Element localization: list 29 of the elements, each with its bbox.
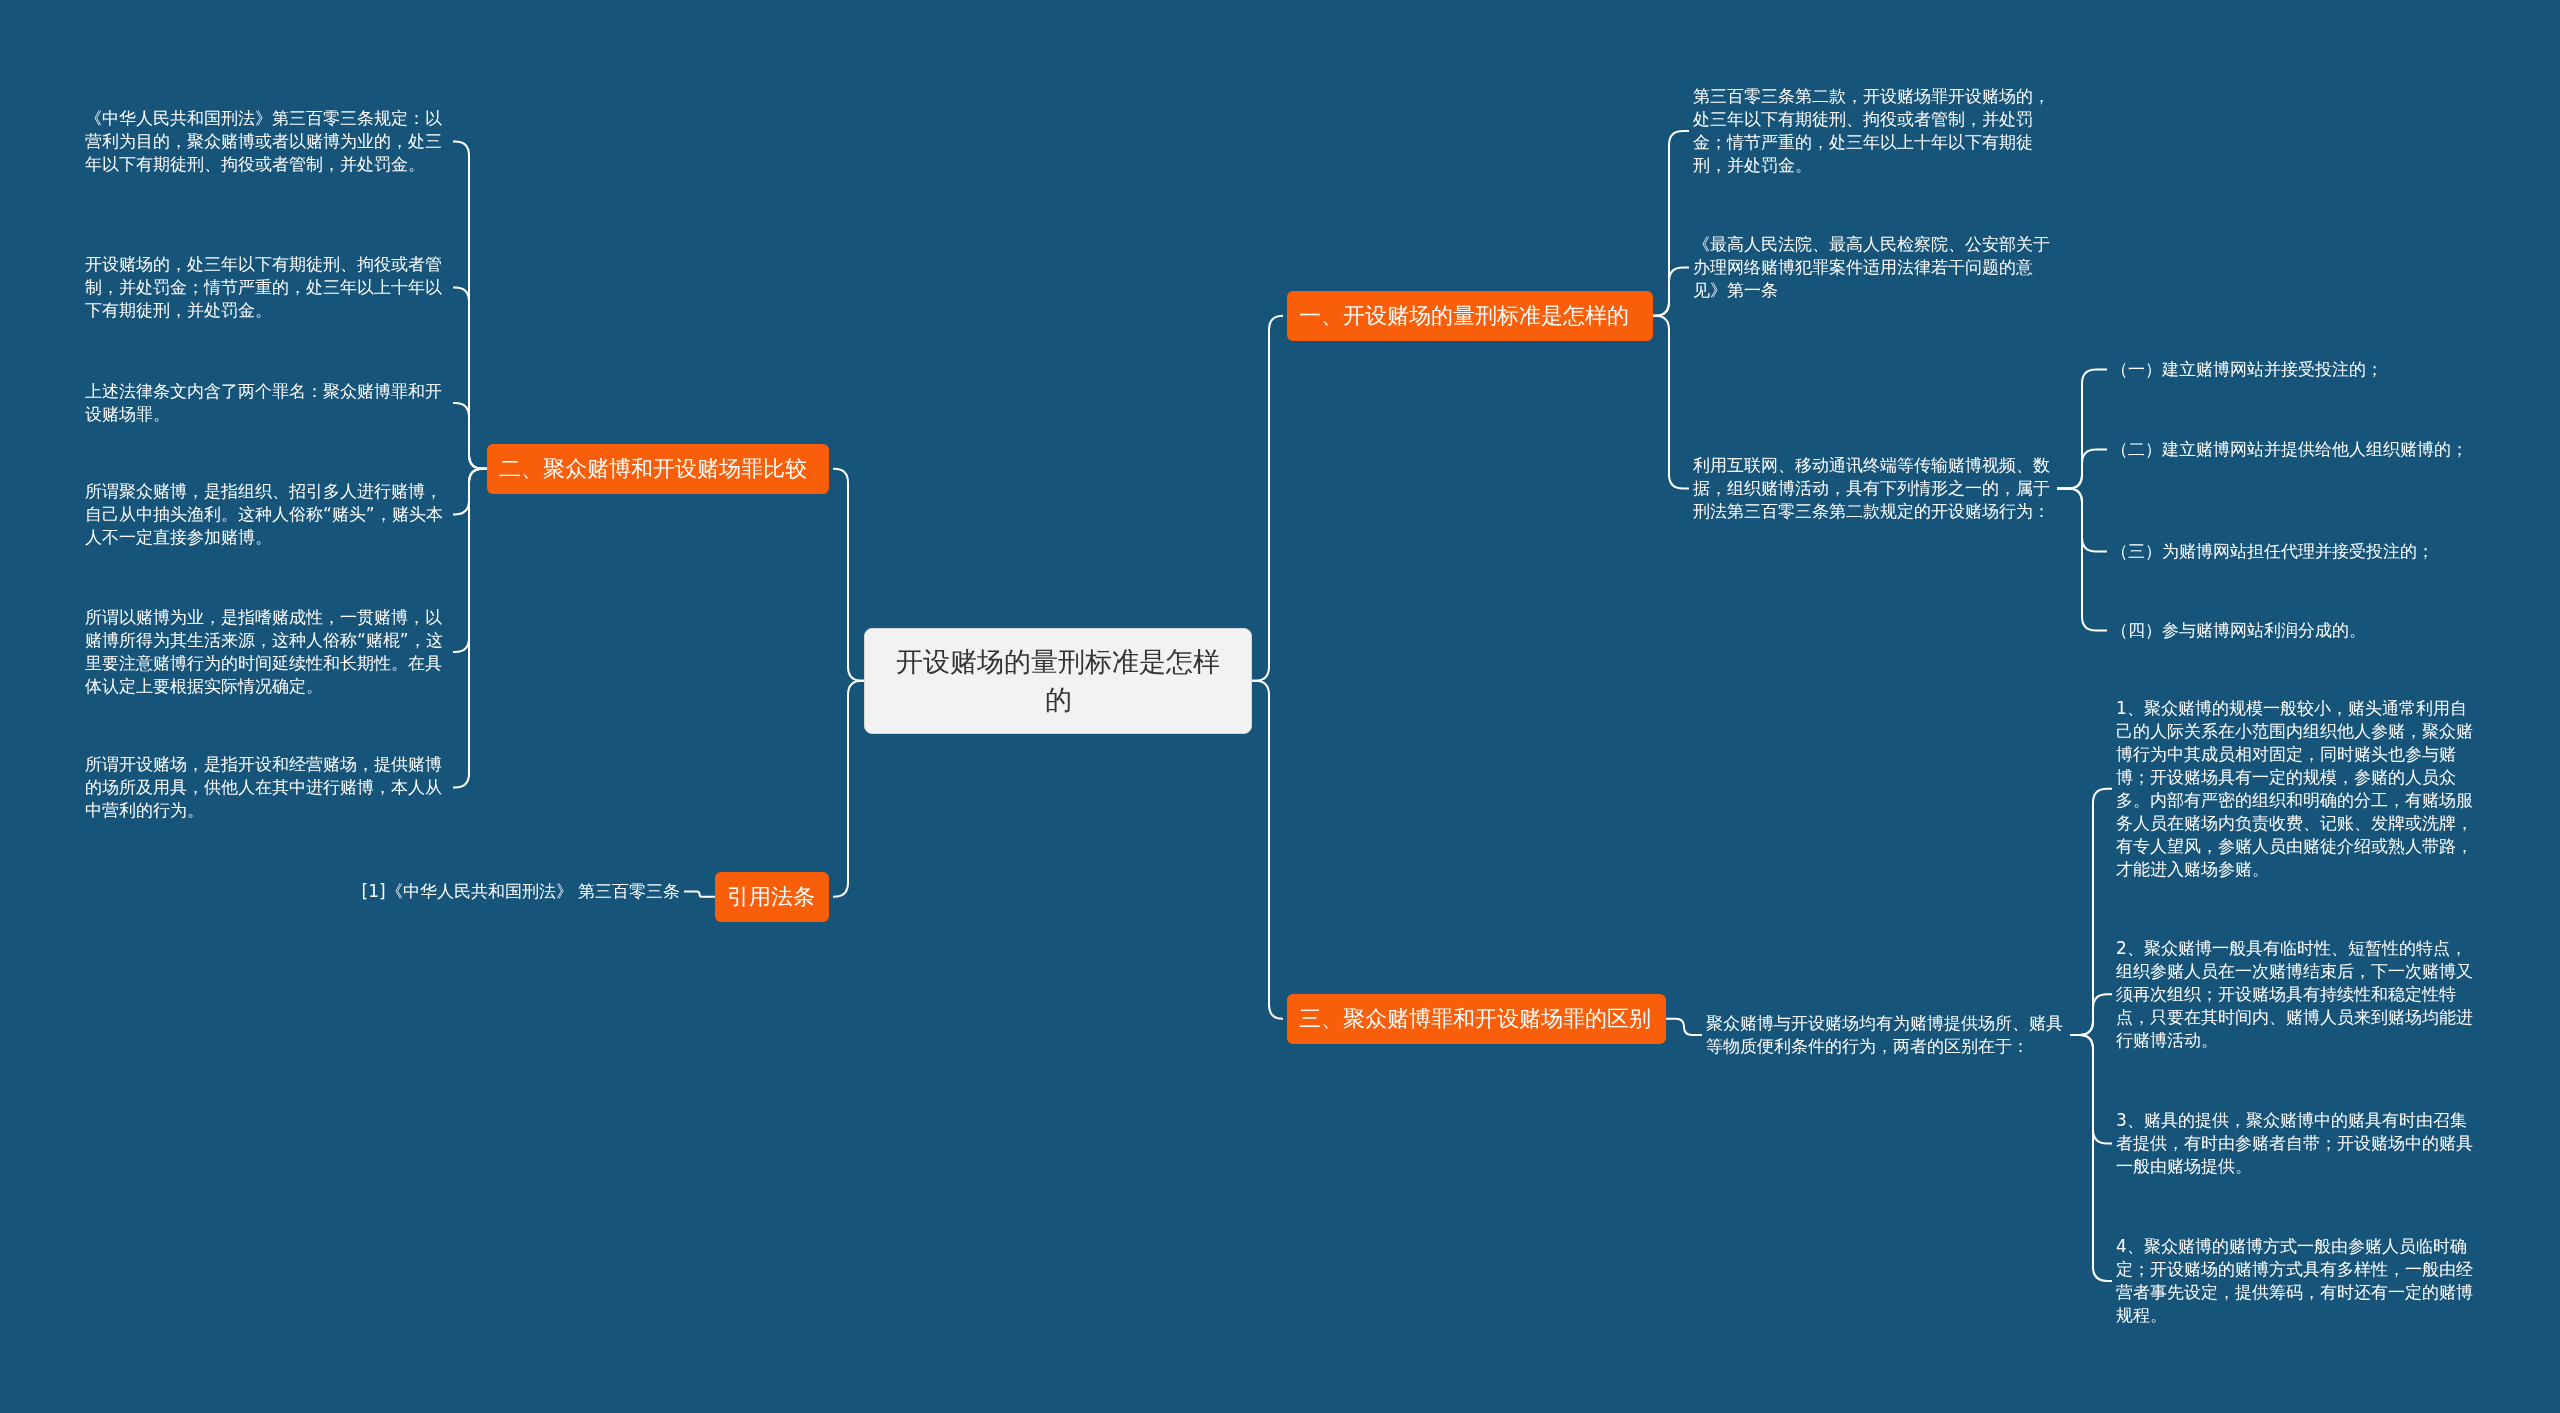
note-text: 利用互联网、移动通讯终端等传输赌博视频、数据，组织赌博活动，具有下列情形之一的，属于刑法第三百零三条第二款规定的开设赌场行为： <box>1693 454 2057 523</box>
connector-line <box>1665 1017 1703 1036</box>
connector-line <box>832 679 865 898</box>
note-text: 上述法律条文内含了两个罪名：聚众赌博罪和开设赌场罪。 <box>85 380 449 426</box>
note-text: 《最高人民法院、最高人民检察院、公安部关于办理网络赌博犯罪案件适用法律若干问题的意见》第一条 <box>1693 233 2057 302</box>
note-text: 聚众赌博与开设赌场均有为赌博提供场所、赌具等物质便利条件的行为，两者的区别在于： <box>1706 1012 2070 1058</box>
note-text: 3、赌具的提供，聚众赌博中的赌具有时由召集者提供，有时由参赌者自带；开设赌场中的赌具一般由赌场提供。 <box>2116 1109 2480 1178</box>
note-text: 《中华人民共和国刑法》第三百零三条规定：以营利为目的，聚众赌博或者以赌博为业的，处三年以下有期徒刑、拘役或者管制，并处罚金。 <box>85 107 449 176</box>
connector-line <box>683 890 716 898</box>
note-text: （三）为赌博网站担任代理并接受投注的； <box>2111 540 2475 563</box>
note-text: 1、聚众赌博的规模一般较小，赌头通常利用自己的人际关系在小范围内组织他人参赌，聚众赌博行为中其成员相对固定，同时赌头也参与赌博；开设赌场具有一定的规模，参赌的人员众多。内部有严密的组织和明确的分工，有赌场服务人员在赌场内负责收费、记账、发牌或洗牌，有专人望风，参赌人员由赌徒介绍或熟人带路，才能进入赌场参赌。 <box>2116 697 2480 881</box>
note-text: 2、聚众赌博一般具有临时性、短暂性的特点，组织参赌人员在一次赌博结束后，下一次赌博又须再次组织；开设赌场具有持续性和稳定性特点，只要在其时间内、赌博人员来到赌场均能进行赌博活动。 <box>2116 937 2480 1052</box>
branch-box: 引用法条 <box>715 872 829 922</box>
connector-line <box>452 467 488 789</box>
note-text: 所谓聚众赌博，是指组织、招引多人进行赌博，自己从中抽头渔利。这种人俗称“赌头”，赌头本人不一定直接参加赌博。 <box>85 480 449 549</box>
note-text: （二）建立赌博网站并提供给他人组织赌博的； <box>2111 438 2475 461</box>
note-text: 所谓开设赌场，是指开设和经营赌场，提供赌博的场所及用具，供他人在其中进行赌博，本人从中营利的行为。 <box>85 753 449 822</box>
note-text: （四）参与赌博网站利润分成的。 <box>2111 619 2475 642</box>
branch-box: 一、开设赌场的量刑标准是怎样的 <box>1287 291 1653 341</box>
note-text: 第三百零三条第二款，开设赌场罪开设赌场的，处三年以下有期徒刑、拘役或者管制，并处罚金；情节严重的，处三年以上十年以下有期徒刑，并处罚金。 <box>1693 85 2057 177</box>
note-text: 开设赌场的，处三年以下有期徒刑、拘役或者管制，并处罚金；情节严重的，处三年以上十年以下有期徒刑，并处罚金。 <box>85 253 449 322</box>
branch-box: 三、聚众赌博罪和开设赌场罪的区别 <box>1287 994 1666 1044</box>
connector-line <box>1251 679 1284 1020</box>
branch-box: 二、聚众赌博和开设赌场罪比较 <box>487 444 829 494</box>
note-text: （一）建立赌博网站并接受投注的； <box>2111 358 2475 381</box>
note-text: [1]《中华人民共和国刑法》 第三百零三条 <box>330 880 680 903</box>
topic-box: 开设赌场的量刑标准是怎样的 <box>864 628 1252 734</box>
note-text: 所谓以赌博为业，是指嗜赌成性，一贯赌博，以赌博所得为其生活来源，这种人俗称“赌棍”，这里要注意赌博行为的时间延续性和长期性。在具体认定上要根据实际情况确定。 <box>85 606 449 698</box>
note-text: 4、聚众赌博的赌博方式一般由参赌人员临时确定；开设赌场的赌博方式具有多样性，一般由经营者事先设定，提供筹码，有时还有一定的赌博规程。 <box>2116 1235 2480 1327</box>
